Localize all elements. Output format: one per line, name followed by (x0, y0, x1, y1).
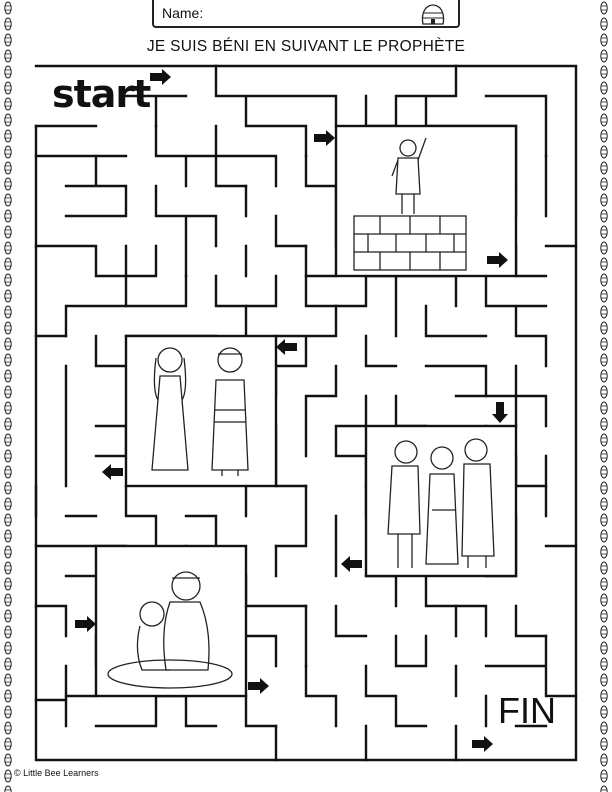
worksheet-title: JE SUIS BÉNI EN SUIVANT LE PROPHÈTE (146, 38, 466, 55)
name-label: Name: (162, 5, 204, 21)
maze-end-label: FIN (498, 690, 556, 731)
beehive-icon (421, 4, 445, 25)
name-box[interactable]: Name: (152, 0, 460, 28)
arrow-right-icon (75, 69, 508, 752)
three-men-illustration (387, 438, 495, 568)
copyright-text: © Little Bee Learners (14, 768, 99, 778)
maze-start-label: start (52, 72, 151, 116)
arrow-down-icon (492, 402, 508, 423)
right-decorative-border (598, 0, 610, 792)
left-decorative-border (2, 0, 14, 792)
prophet-on-wall-illustration (353, 137, 467, 271)
baptism-illustration (107, 571, 233, 689)
two-people-illustration (151, 347, 249, 476)
arrow-left-icon (102, 339, 362, 572)
